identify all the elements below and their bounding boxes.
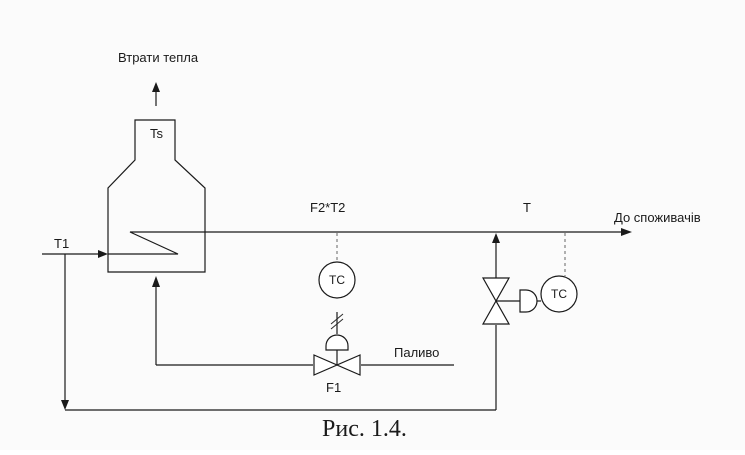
tc-fuel-controller: TC	[318, 233, 356, 299]
product-flow-temp-label: F2*T2	[310, 200, 345, 215]
to-consumers-arrow	[621, 228, 632, 236]
furnace	[107, 119, 206, 273]
inlet-temp-label: T1	[54, 236, 69, 251]
furnace-temp-label: Ts	[150, 126, 164, 141]
furnace-outline	[107, 119, 206, 273]
heat-loss-label: Втрати тепла	[118, 50, 199, 65]
fuel-flow-label: F1	[326, 380, 341, 395]
inlet-line	[42, 250, 108, 258]
tc-bypass-label: TC	[551, 287, 567, 301]
fuel-line	[152, 276, 454, 366]
bypass-valve	[481, 277, 541, 325]
bypass-line	[61, 233, 500, 411]
heat-loss-arrow	[152, 82, 160, 106]
tc-bypass-controller: TC	[540, 233, 578, 313]
fuel-valve	[313, 312, 361, 376]
tc-fuel-label: TC	[329, 273, 345, 287]
heat-exchanger-coil	[108, 231, 206, 255]
figure-caption: Рис. 1.4.	[322, 416, 407, 442]
product-line	[206, 228, 632, 236]
fuel-label: Паливо	[394, 345, 439, 360]
to-consumers-label: До споживачів	[614, 210, 701, 225]
outlet-temp-label: T	[523, 200, 531, 215]
